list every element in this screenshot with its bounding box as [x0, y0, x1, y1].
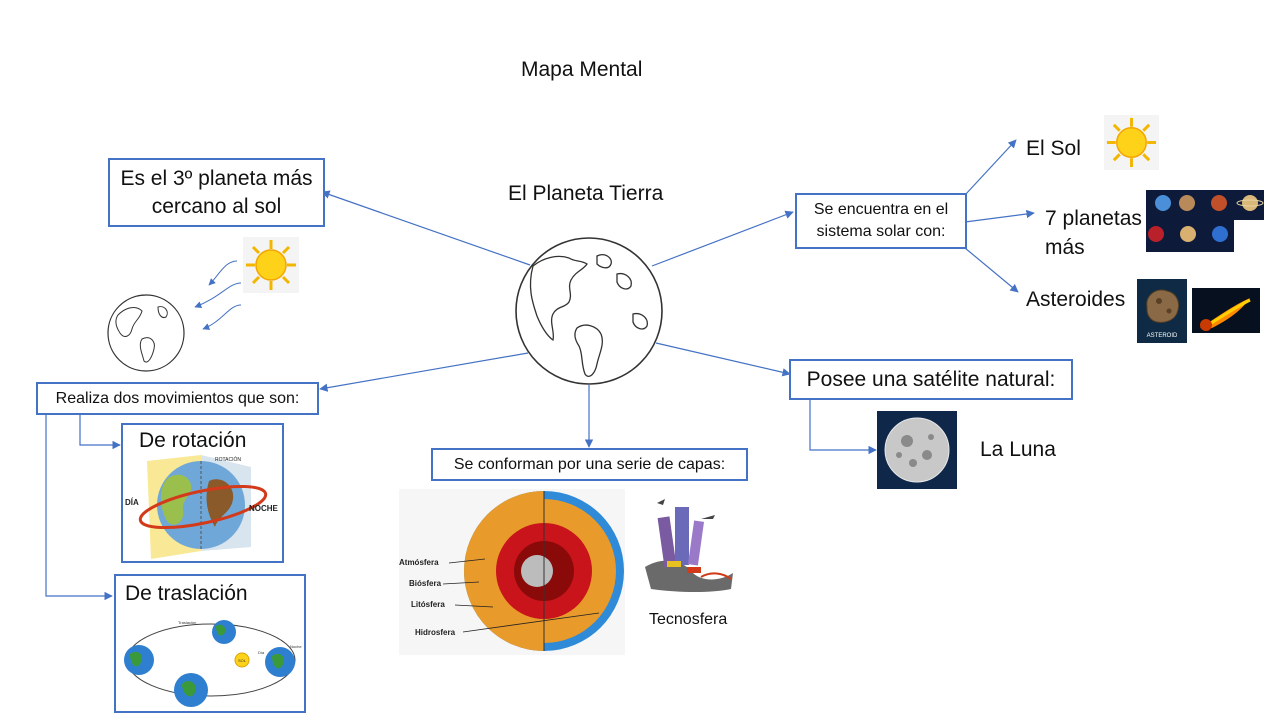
node-el-sol: El Sol — [1026, 137, 1081, 160]
rotation-dia-label: DÍA — [125, 498, 139, 507]
earth-layers-icon: Atmósfera Biósfera Litósfera Hidrosfera — [399, 489, 625, 655]
arrow-to-traslacion — [45, 414, 113, 601]
rotation-noche-label: NOCHE — [249, 504, 279, 513]
node-sistema-solar-line1: Se encuentra en el — [813, 201, 949, 218]
translation-title-label: Traslación — [178, 620, 196, 625]
arrow-to-planetas — [964, 209, 1035, 223]
moon-icon — [877, 411, 957, 489]
arrow-to-sol — [964, 139, 1017, 196]
arrow-to-asteroides — [964, 247, 1019, 293]
node-traslacion: De traslación SOL Traslación Día Noche — [114, 574, 306, 713]
node-tercer-planeta-line1: Es el 3º planeta más — [120, 166, 313, 190]
arrow-to-movimientos — [319, 352, 529, 392]
node-planetas: 7 planetas más — [1045, 204, 1142, 262]
node-sistema-solar-line2: sistema solar con: — [816, 223, 946, 240]
node-rotacion: De rotación DÍA NOCHE ROTACIÓN — [121, 423, 284, 563]
arrow-to-tercer-planeta — [321, 190, 531, 266]
node-capas: Se conforman por una serie de capas: — [431, 448, 748, 481]
tecnosfera-city-icon — [645, 499, 733, 592]
node-sistema-solar: Se encuentra en el sistema solar con: — [795, 193, 967, 249]
translation-dia-label: Día — [258, 650, 265, 655]
node-tercer-planeta: Es el 3º planeta más cercano al sol — [108, 158, 325, 227]
rotation-arrow-label: ROTACIÓN — [215, 456, 241, 463]
arrow-to-satelite — [655, 342, 791, 377]
node-rotacion-label: De rotación — [139, 429, 247, 452]
layer-litosfera-label: Litósfera — [411, 600, 445, 609]
earth-globe-icon — [515, 237, 663, 385]
center-label: El Planeta Tierra — [508, 182, 664, 205]
layer-biosfera-label: Biósfera — [409, 579, 442, 588]
layer-atmosfera-label: Atmósfera — [399, 558, 439, 567]
arrow-to-rotacion — [79, 414, 121, 450]
arrow-to-luna — [809, 400, 877, 455]
node-la-luna: La Luna — [980, 438, 1056, 461]
node-satelite: Posee una satélite natural: — [789, 359, 1073, 400]
node-movimientos: Realiza dos movimientos que son: — [36, 382, 319, 415]
layer-hidrosfera-label: Hidrosfera — [415, 628, 456, 637]
comet-icon — [1192, 288, 1260, 333]
translation-noche-label: Noche — [290, 644, 302, 649]
arrow-to-sistema-solar — [651, 210, 794, 267]
sunlight-arrows-icon — [194, 260, 242, 330]
node-planetas-line1: 7 planetas — [1045, 207, 1142, 230]
translation-sol-label: SOL — [238, 658, 247, 663]
node-traslacion-label: De traslación — [125, 582, 248, 605]
sun-icon-right — [1104, 115, 1159, 170]
asteroid-caption: ASTEROID — [1147, 333, 1178, 339]
node-tercer-planeta-line2: cercano al sol — [151, 194, 282, 218]
node-planetas-line2: más — [1045, 236, 1085, 259]
asteroid-icon: ASTEROID — [1137, 279, 1187, 343]
small-earth-icon — [107, 294, 185, 372]
node-asteroides: Asteroides — [1026, 288, 1126, 311]
planets-icon — [1146, 190, 1264, 252]
sun-icon — [243, 237, 299, 293]
translation-orbit-icon: SOL Traslación Día Noche — [124, 620, 302, 707]
rotation-earth-icon: DÍA NOCHE ROTACIÓN — [125, 455, 279, 559]
node-tecnosfera: Tecnosfera — [649, 611, 728, 628]
diagram-title: Mapa Mental — [521, 58, 643, 81]
